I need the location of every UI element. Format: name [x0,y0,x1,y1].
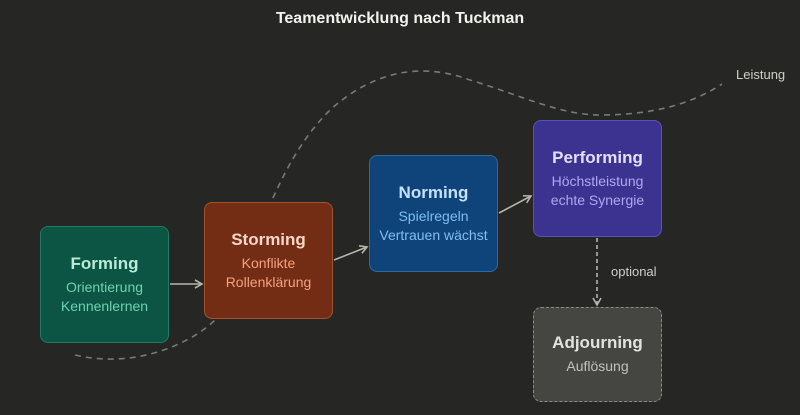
stage-adjourning[interactable]: Adjourning Auflösung [533,307,662,402]
stage-norming[interactable]: Norming Spielregeln Vertrauen wächst [369,155,498,272]
stage-detail: echte Synergie [550,191,645,208]
arrow-norming-performing [498,194,533,214]
stage-name: Storming [231,229,306,249]
stage-name: Norming [398,182,469,202]
diagram-title: Teamentwicklung nach Tuckman [275,10,525,27]
stage-detail: Konflikte [241,254,296,271]
stage-storming[interactable]: Storming Konflikte Rollenklärung [204,202,333,319]
stage-detail: Vertrauen wächst [379,226,488,243]
stage-name: Forming [70,253,139,273]
performance-curve [74,70,723,360]
optional-label: optional [611,264,657,279]
stage-detail: Kennenlernen [60,297,149,314]
stage-name: Adjourning [552,333,643,352]
stage-name: Performing [552,147,643,167]
stage-forming[interactable]: Forming Orientierung Kennenlernen [40,226,169,343]
stage-detail: Spielregeln [398,207,469,224]
stage-detail: Höchstleistung [551,172,644,189]
stage-detail: Auflösung [566,358,629,374]
stage-detail: Orientierung [65,278,144,295]
stage-performing[interactable]: Performing Höchstleistung echte Synergie [533,120,662,237]
curve-label: Leistung [736,67,786,82]
arrow-storming-norming [333,245,369,261]
stage-detail: Rollenklärung [225,273,312,290]
